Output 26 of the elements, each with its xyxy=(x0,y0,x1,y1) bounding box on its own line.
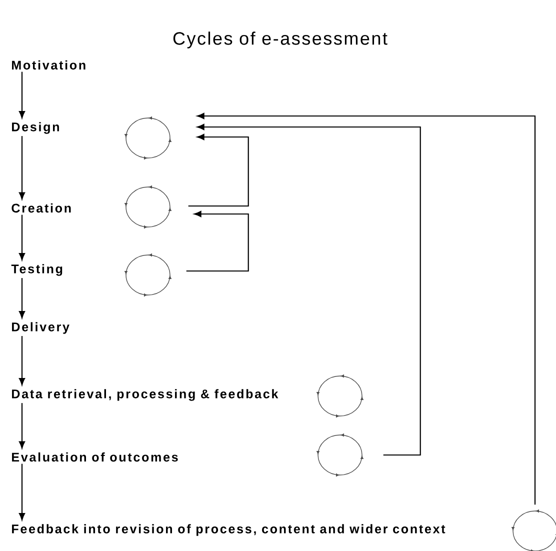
cycle-circle xyxy=(316,374,364,418)
arrow xyxy=(18,464,26,520)
arrow xyxy=(18,278,26,318)
cycle-circle xyxy=(124,254,172,296)
arrow xyxy=(18,403,26,449)
stage-label: Motivation xyxy=(12,60,86,70)
arrow xyxy=(18,336,26,386)
feedback-arrow xyxy=(186,210,249,272)
stage-label: Feedback into revision of process, content and wider context xyxy=(12,524,446,536)
cycle-circle xyxy=(124,116,172,160)
stage-label: Evaluation of outcomes xyxy=(12,452,178,462)
title: Cycles of e-assessment xyxy=(173,32,388,48)
stage-label: Creation xyxy=(12,203,71,213)
stage-label: Delivery xyxy=(12,322,70,334)
stage-label: Design xyxy=(12,122,59,134)
stage-label: Data retrieval, processing & feedback xyxy=(12,389,278,401)
feedback-arrow xyxy=(197,124,421,456)
arrow xyxy=(18,214,26,260)
cycle-circle xyxy=(316,434,364,476)
cycle-circle xyxy=(124,186,172,228)
stage-label: Testing xyxy=(11,264,62,276)
cycle-circle xyxy=(512,510,556,551)
feedback-arrow xyxy=(197,112,536,505)
arrow xyxy=(18,136,26,200)
feedback-arrow xyxy=(188,134,249,207)
arrow xyxy=(18,72,26,118)
